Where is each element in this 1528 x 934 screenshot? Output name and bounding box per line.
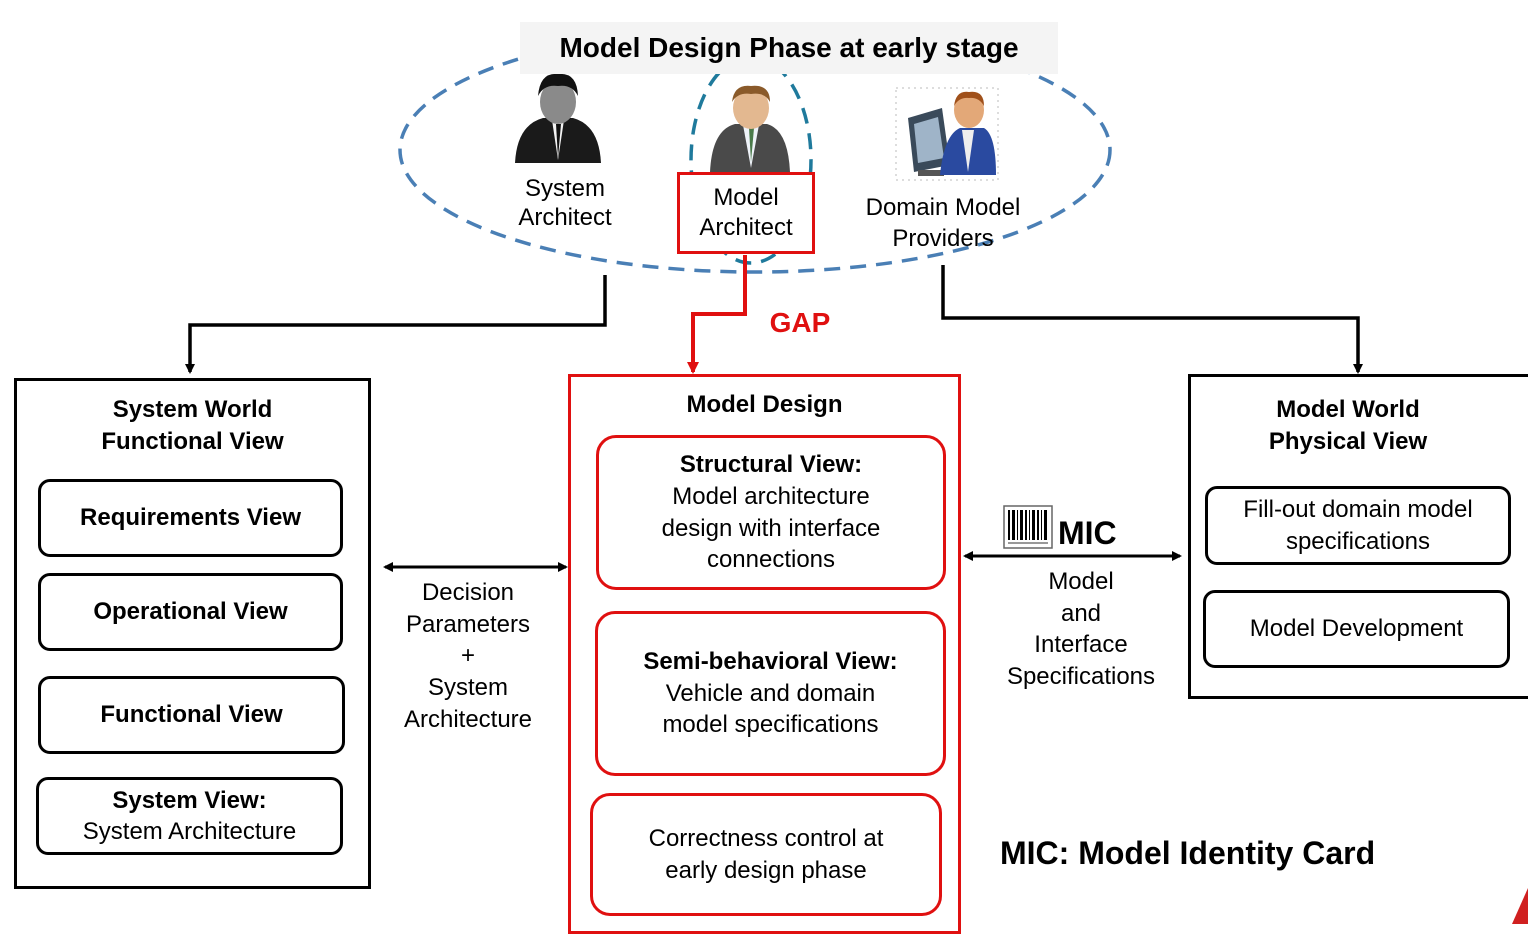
structural-view: Structural View: Model architecture desi…	[596, 435, 946, 590]
corner-logo	[1512, 888, 1528, 924]
fill-out-specs: Fill-out domain model specifications	[1205, 486, 1511, 565]
semi-behavioral-view-title: Semi-behavioral View:	[643, 647, 898, 675]
domain-providers-label: Domain Model Providers	[865, 194, 1021, 253]
fill-out-specs-label: Fill-out domain model specifications	[1243, 496, 1473, 555]
mic-label: MIC	[1058, 515, 1117, 551]
structural-view-title: Structural View:	[679, 450, 863, 478]
right-connector	[941, 265, 1363, 374]
left-connector	[185, 275, 607, 374]
correctness-control-label: Correctness control at early design phas…	[648, 824, 884, 884]
system-world-title: System World Functional View	[101, 396, 284, 455]
functional-view: Functional View	[38, 676, 345, 754]
model-architect-icon	[710, 85, 790, 172]
phase-title: Model Design Phase at early stage	[520, 22, 1058, 74]
gap-label: GAP	[769, 307, 831, 338]
operational-view-label: Operational View	[93, 598, 288, 625]
barcode-icon	[1003, 505, 1053, 549]
system-architect-label: System Architect	[518, 175, 612, 232]
mic-definition: MIC: Model Identity Card	[1000, 835, 1376, 871]
model-interface-spec-label: Model and Interface Specifications	[1006, 568, 1156, 691]
model-world-title: Model World Physical View	[1268, 396, 1428, 455]
model-architect-label: Model Architect	[699, 184, 793, 241]
requirements-view: Requirements View	[38, 479, 343, 557]
gap-connector	[687, 255, 747, 374]
system-architect-icon	[515, 73, 601, 163]
functional-view-label: Functional View	[100, 701, 283, 728]
correctness-control: Correctness control at early design phas…	[590, 793, 942, 916]
system-view: System View: System Architecture	[36, 777, 343, 855]
phase-ellipse	[398, 26, 1112, 274]
model-design-title: Model Design	[686, 391, 843, 418]
domain-providers-icon	[895, 87, 999, 181]
requirements-view-label: Requirements View	[80, 504, 301, 531]
model-development-label: Model Development	[1249, 615, 1464, 642]
structural-view-body: Model architecture design with interface…	[661, 482, 881, 574]
system-view-body: System Architecture	[82, 818, 297, 845]
system-view-title: System View:	[112, 786, 267, 814]
semi-behavioral-view-body: Vehicle and domain model specifications	[662, 679, 879, 739]
model-architect-box: Model Architect	[677, 172, 815, 254]
operational-view: Operational View	[38, 573, 343, 651]
decision-parameters-label: Decision Parameters + System Architectur…	[403, 579, 533, 733]
model-development: Model Development	[1203, 590, 1510, 668]
semi-behavioral-view: Semi-behavioral View: Vehicle and domain…	[595, 611, 946, 776]
